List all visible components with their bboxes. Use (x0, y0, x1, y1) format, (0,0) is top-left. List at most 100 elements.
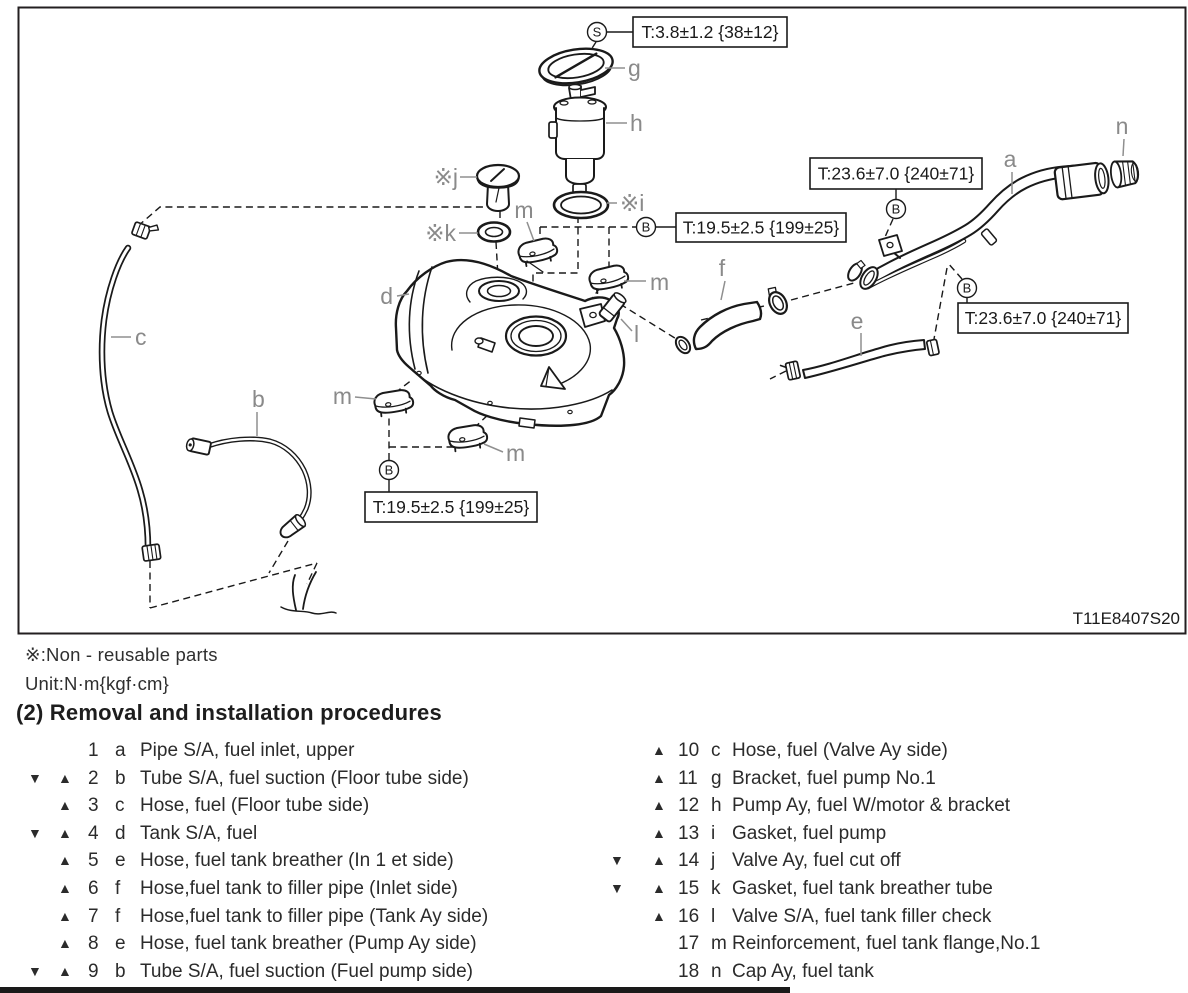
part-key: m (711, 933, 727, 955)
install-mark: ▲ (652, 824, 666, 841)
part-label-e: e (851, 308, 864, 334)
exploded-diagram: g h ※i ※j ※k m m m m d l f e a n c b S T… (17, 6, 1187, 635)
svg-text:T:23.6±7.0 {240±71}: T:23.6±7.0 {240±71} (965, 308, 1122, 328)
install-mark: ▲ (58, 907, 72, 924)
part-description: Bracket, fuel pump No.1 (732, 767, 936, 789)
install-mark: ▲ (58, 852, 72, 869)
cutoff-valve-j-drawing (475, 163, 521, 212)
svg-text:B: B (963, 281, 972, 296)
bolt-symbol-circle (885, 198, 907, 220)
removal-mark: ▼ (610, 879, 624, 896)
part-key: g (711, 767, 722, 789)
part-number: 1 (88, 740, 99, 761)
part-label-m: m (650, 269, 669, 295)
unit-note: Unit:N·m{kgf·cm} (25, 673, 170, 694)
install-mark (652, 930, 678, 958)
install-mark: ▲ (652, 852, 666, 869)
part-key: i (711, 822, 716, 844)
part-key: a (115, 740, 126, 761)
tank-cap-n-drawing (1109, 160, 1140, 189)
fuel-hose-c-drawing (98, 221, 162, 562)
breather-hose-e-drawing (779, 338, 940, 381)
install-mark: ▲ (652, 769, 666, 786)
part-description: Gasket, fuel pump (732, 822, 887, 844)
svg-text:T:19.5±2.5 {199±25}: T:19.5±2.5 {199±25} (373, 497, 530, 517)
torque-callout-pump: B T:19.5±2.5 {199±25} (635, 212, 847, 243)
install-mark (58, 737, 88, 765)
wire-ends-sketch (280, 571, 337, 615)
page-edge-bar (0, 987, 790, 993)
part-number: 7 (88, 905, 99, 927)
removal-mark (610, 820, 652, 848)
removal-mark (28, 930, 58, 958)
fuel-tank-d-drawing (394, 258, 626, 429)
part-description: Reinforcement, fuel tank flange,No.1 (732, 933, 1041, 955)
removal-mark: ▼ (28, 962, 42, 979)
removal-mark: ▼ (610, 852, 624, 869)
part-number: 15 (678, 877, 700, 899)
part-description: Hose, fuel tank breather (Pump Ay side) (140, 933, 477, 955)
install-mark: ▲ (58, 962, 72, 979)
part-number: 6 (88, 877, 99, 899)
torque-callout-filler-lower: B T:23.6±7.0 {240±71} (956, 277, 1129, 334)
part-description: Tube S/A, fuel suction (Floor tube side) (140, 767, 469, 789)
part-description: Hose, fuel (Floor tube side) (140, 795, 370, 817)
non-reusable-note: ※:Non - reusable parts (25, 644, 218, 665)
bolt-symbol-circle (378, 459, 400, 481)
part-label-a: a (1004, 146, 1017, 172)
removal-mark (28, 875, 58, 903)
bolt-symbol-circle (956, 277, 978, 299)
parts-list-row: ▲ 13 i Gasket, fuel pump (610, 820, 1185, 848)
pump-gasket-i-drawing (552, 190, 610, 220)
install-mark: ▲ (652, 907, 666, 924)
install-mark: ▲ (652, 742, 666, 758)
removal-mark (28, 903, 58, 931)
part-description: Cap Ay, fuel tank (732, 960, 874, 982)
part-description: Hose,fuel tank to filler pipe (Tank Ay s… (140, 905, 489, 927)
part-label-n: n (1116, 113, 1129, 139)
torque-callout-cap: S T:3.8±1.2 {38±12} (586, 16, 788, 48)
part-key: f (115, 877, 121, 899)
part-number: 5 (88, 850, 99, 872)
removal-mark (610, 958, 652, 986)
part-label-k: ※k (425, 220, 456, 246)
part-number: 14 (678, 850, 700, 872)
part-label-j: ※j (434, 164, 458, 190)
part-number: 13 (678, 822, 700, 844)
part-label-l: l (634, 321, 639, 347)
removal-mark: ▼ (28, 824, 42, 841)
removal-mark: ▼ (28, 769, 42, 786)
filler-hose-f-drawing (674, 286, 788, 355)
part-key: b (115, 960, 126, 982)
removal-mark (28, 792, 58, 820)
part-description: Hose, fuel (Valve Ay side) (732, 740, 948, 761)
figure-code: T11E8407S20 (1073, 609, 1180, 628)
removal-mark (610, 792, 652, 820)
suction-tube-b-drawing (185, 436, 337, 615)
part-key: d (115, 822, 126, 844)
part-number: 4 (88, 822, 99, 844)
part-key: k (711, 877, 721, 899)
part-label-i: ※i (620, 190, 644, 216)
part-key: j (711, 850, 716, 872)
part-description: Tube S/A, fuel suction (Fuel pump side) (140, 960, 474, 982)
fuel-pump-h-drawing (548, 83, 607, 194)
svg-text:T:3.8±1.2 {38±12}: T:3.8±1.2 {38±12} (642, 22, 779, 42)
part-key: e (115, 850, 126, 872)
removal-mark (610, 903, 652, 931)
reinforcement-m-clip (446, 422, 490, 453)
part-key: c (115, 795, 125, 817)
install-mark: ▲ (652, 797, 666, 814)
